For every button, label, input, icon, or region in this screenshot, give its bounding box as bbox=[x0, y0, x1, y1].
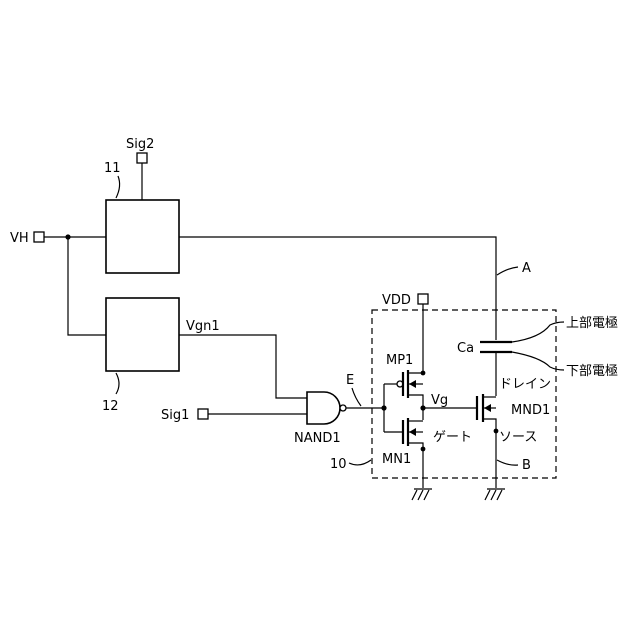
node-a-label: A bbox=[522, 261, 531, 276]
mp1-source-junction bbox=[421, 371, 426, 376]
mp1-label: MP1 bbox=[386, 353, 413, 368]
vdd-label: VDD bbox=[382, 293, 411, 308]
mn1-label: MN1 bbox=[382, 452, 411, 467]
node-b-label: B bbox=[522, 458, 531, 473]
block-10-leader bbox=[349, 460, 371, 465]
block-12-label: 12 bbox=[102, 399, 119, 414]
sig2-terminal bbox=[137, 153, 147, 163]
vg-label: Vg bbox=[431, 393, 448, 408]
nand1-gate bbox=[307, 392, 340, 424]
e-leader bbox=[352, 388, 361, 406]
vh-terminal bbox=[34, 232, 44, 242]
mn1-arrow-icon bbox=[409, 428, 416, 436]
nand1-bubble bbox=[340, 405, 346, 411]
vgn1-wire bbox=[179, 335, 307, 398]
ground-icon-left bbox=[412, 489, 432, 500]
mn1-source-junction bbox=[421, 447, 426, 452]
nand1-label: NAND1 bbox=[294, 431, 341, 446]
mp1-arrow-icon bbox=[409, 380, 416, 388]
mnd1-source-junction bbox=[494, 429, 499, 434]
e-label: E bbox=[346, 373, 354, 388]
ca-label: Ca bbox=[457, 341, 474, 356]
node-b-leader bbox=[497, 460, 518, 465]
node-a-leader bbox=[497, 267, 518, 275]
vdd-terminal bbox=[418, 294, 428, 304]
mnd1-arrow-icon bbox=[484, 404, 491, 412]
block-11-label: 11 bbox=[104, 161, 121, 176]
vh-label: VH bbox=[10, 231, 29, 246]
drain-label: ドレイン bbox=[499, 377, 551, 392]
block-12-leader bbox=[116, 373, 119, 394]
mnd1-label: MND1 bbox=[511, 403, 550, 418]
gate-label: ゲート bbox=[433, 430, 472, 445]
block-10-label: 10 bbox=[330, 457, 347, 472]
sig1-terminal bbox=[198, 409, 208, 419]
sig2-label: Sig2 bbox=[126, 137, 154, 152]
block11-output-wire bbox=[179, 237, 496, 340]
vh-to-block12-wire bbox=[68, 237, 106, 335]
upper-electrode-label: 上部電極 bbox=[566, 315, 618, 331]
ground-icon-right bbox=[485, 489, 505, 500]
source-label: ソース bbox=[499, 430, 537, 445]
block-12 bbox=[106, 298, 179, 371]
vgn1-label: Vgn1 bbox=[186, 319, 220, 334]
block-11 bbox=[106, 200, 179, 273]
sig1-label: Sig1 bbox=[161, 408, 189, 423]
lower-electrode-label: 下部電極 bbox=[566, 363, 618, 379]
block-11-leader bbox=[116, 176, 120, 198]
